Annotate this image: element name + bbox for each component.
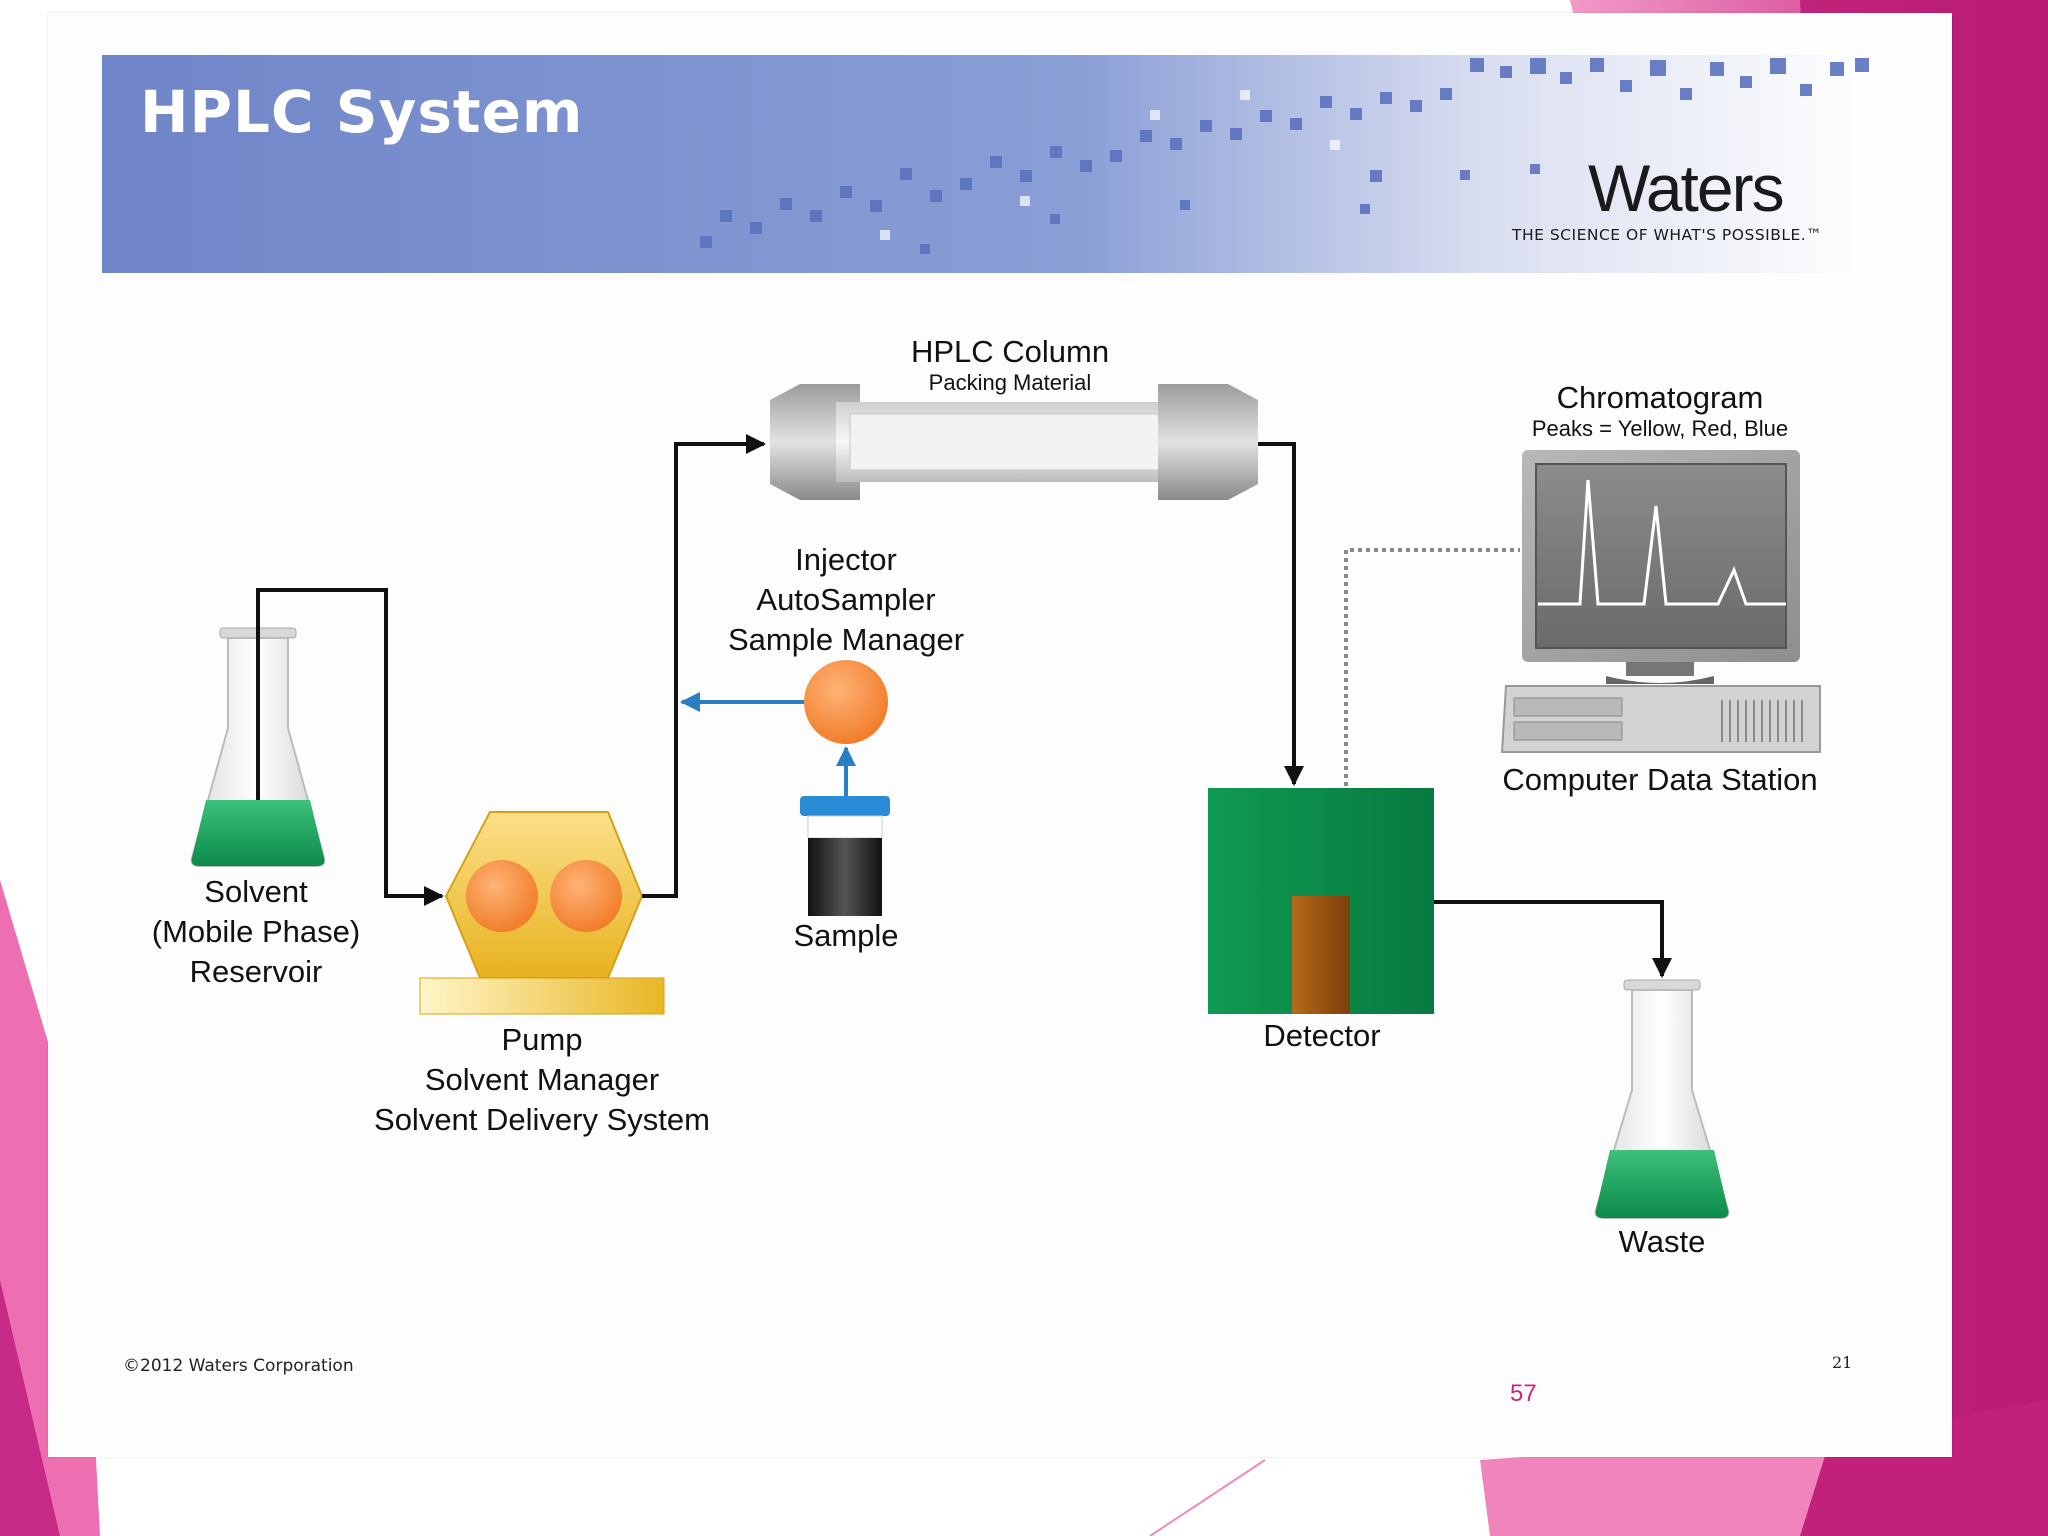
chromatogram-subtitle: Peaks = Yellow, Red, Blue (1531, 416, 1789, 441)
sample-label: Sample (793, 918, 899, 953)
pump-label-2: Solvent Manager (424, 1062, 660, 1097)
page-number: 21 (1832, 1353, 1853, 1372)
pump-icon (419, 811, 665, 1015)
detector-label: Detector (1263, 1018, 1381, 1053)
injector-label-3: Sample Manager (727, 622, 965, 657)
brand-tagline: THE SCIENCE OF WHAT'S POSSIBLE.™ (1512, 226, 1823, 244)
flow-lines (256, 434, 1672, 978)
injector-icon (804, 660, 888, 744)
solvent-label-3: Reservoir (189, 954, 323, 989)
computer-monitor-icon (1500, 450, 1821, 753)
column-title: HPLC Column (910, 334, 1110, 369)
copyright-text: ©2012 Waters Corporation (123, 1356, 354, 1376)
chromatogram-title: Chromatogram (1556, 380, 1764, 415)
solvent-label-2: (Mobile Phase) (151, 914, 361, 949)
sample-vial-icon (800, 796, 890, 916)
solvent-label-1: Solvent (204, 874, 308, 909)
injector-label-2: AutoSampler (756, 582, 936, 617)
computer-label: Computer Data Station (1502, 762, 1818, 797)
slide-number: 57 (1510, 1380, 1537, 1407)
header-banner (102, 55, 1872, 273)
pump-label-3: Solvent Delivery System (374, 1102, 710, 1137)
injector-label-1: Injector (795, 542, 897, 577)
hplc-column-icon (770, 384, 1258, 500)
brand-logo-text: Waters (1588, 151, 1785, 225)
column-subtitle: Packing Material (928, 370, 1092, 395)
pump-label-1: Pump (501, 1022, 583, 1057)
waste-flask-icon (1594, 979, 1730, 1219)
waste-label: Waste (1618, 1224, 1706, 1259)
slide-title: HPLC System (140, 78, 584, 146)
detector-icon (1208, 788, 1434, 1014)
